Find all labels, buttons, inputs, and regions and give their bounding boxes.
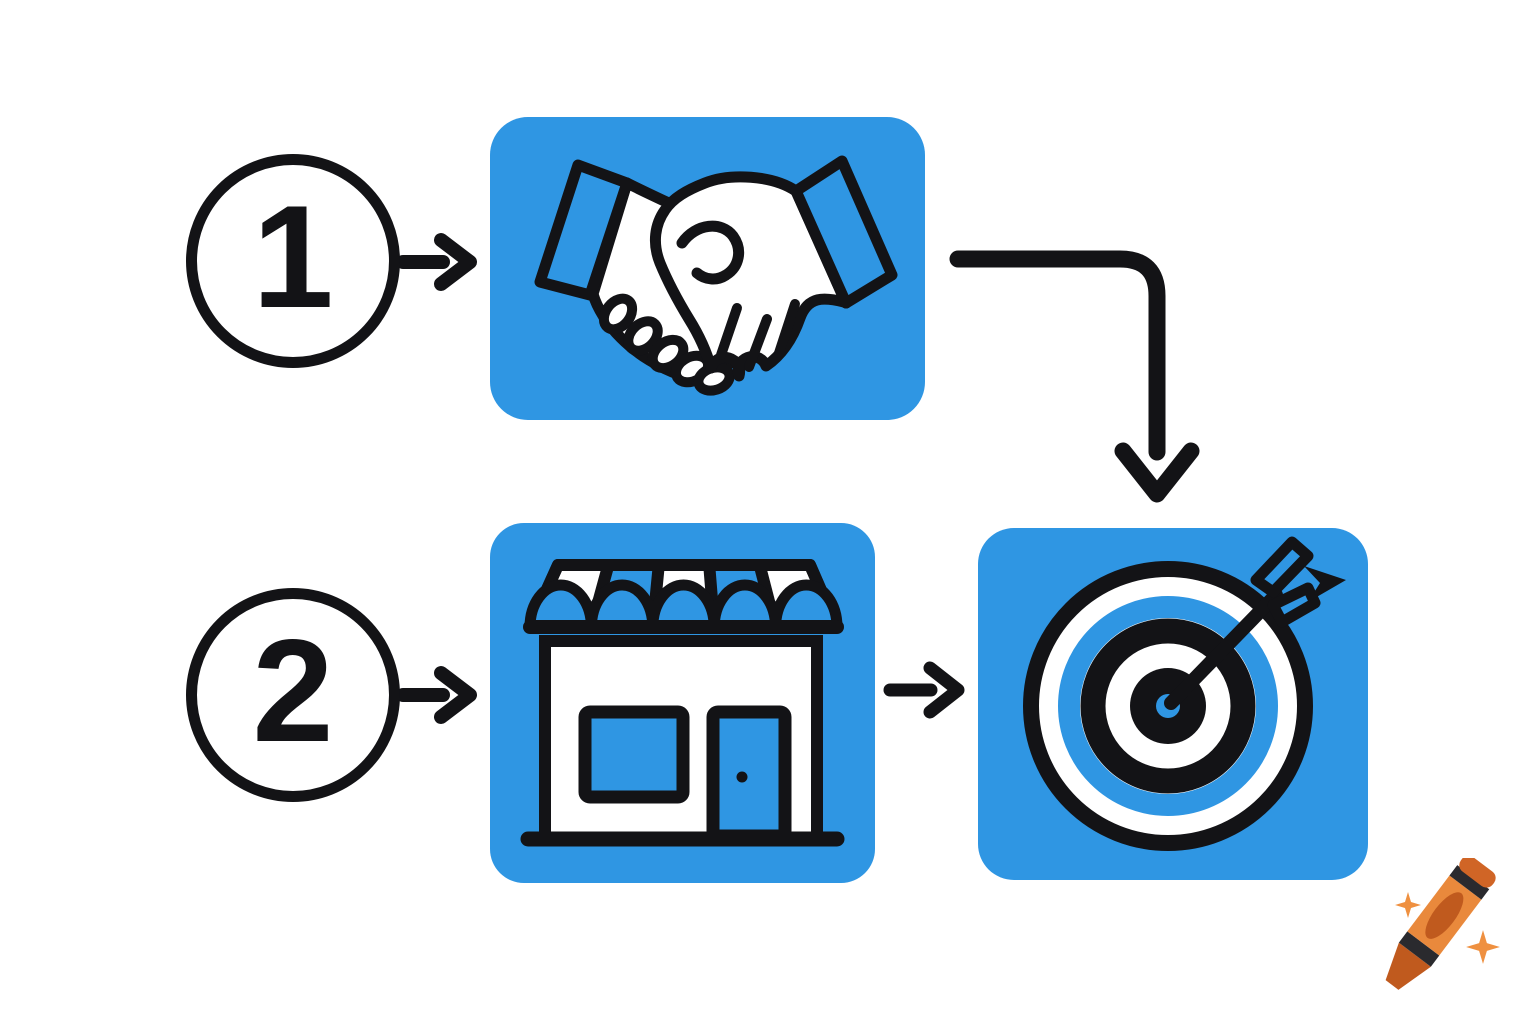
arrow-store-to-target	[883, 661, 965, 719]
step-1-number: 1	[252, 175, 334, 338]
step-2-circle: 2	[186, 588, 400, 802]
handshake-left-cuff	[534, 159, 633, 301]
target-middle-ring	[1080, 618, 1256, 794]
target-outer-ring	[1023, 561, 1313, 851]
handshake-icon	[534, 155, 898, 396]
store-door	[706, 705, 792, 843]
arrow-handshake-to-target	[949, 250, 1200, 503]
crayon-logo	[1385, 858, 1500, 990]
handshake-finger-gaps	[716, 299, 800, 372]
store-window	[578, 705, 690, 804]
store-awning-scallops	[524, 579, 843, 633]
target-box	[978, 528, 1368, 880]
storefront-box	[490, 523, 875, 883]
step-1-circle: 1	[186, 154, 400, 368]
store-door-handle	[736, 771, 748, 783]
handshake-box	[490, 117, 925, 420]
arrow-step2-to-store	[396, 666, 477, 724]
target-blue-ring	[1058, 596, 1278, 816]
handshake-thumb-line	[676, 220, 745, 285]
target-dart	[1164, 536, 1346, 710]
crayon-icon	[1385, 858, 1496, 990]
step-2-number: 2	[252, 609, 334, 772]
arrow-step1-to-handshake	[396, 233, 477, 291]
handshake-right-cuff	[790, 155, 898, 309]
handshake-knuckles	[598, 293, 735, 396]
target-bullseye-icon	[1023, 536, 1346, 851]
storefront-icon	[520, 559, 845, 847]
sparkle-icon	[1395, 892, 1500, 964]
